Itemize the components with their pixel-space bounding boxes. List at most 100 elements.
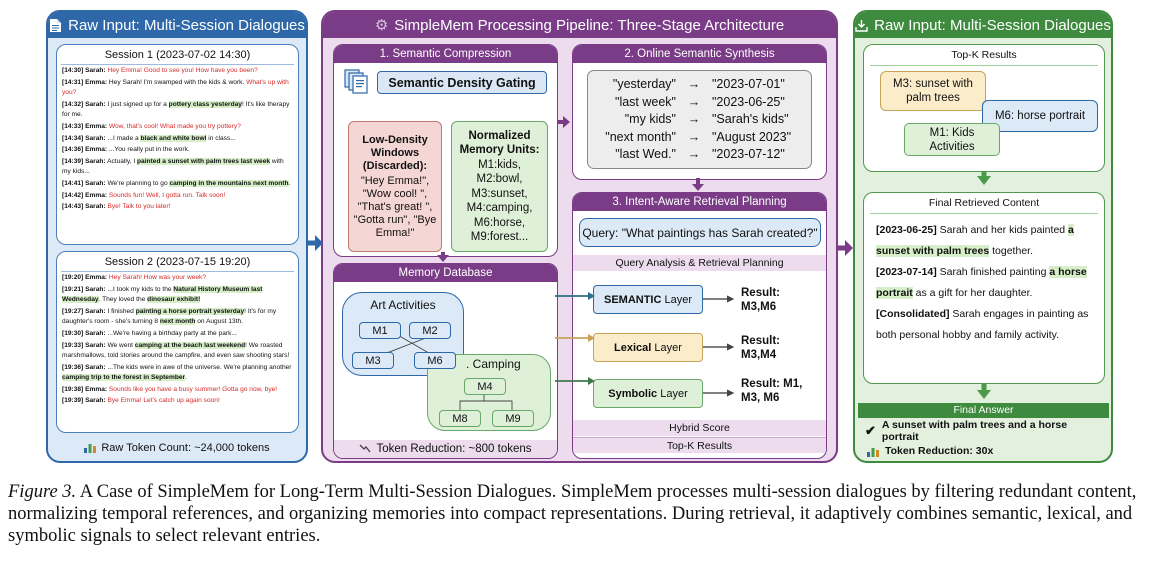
semantic-layer-box: SEMANTIC Layer	[593, 285, 703, 314]
mapping-source: "next month"	[605, 129, 676, 144]
semantic-layer-suffix: Layer	[661, 293, 693, 306]
final-answer-bar: Final Answer	[858, 403, 1109, 418]
final-answer-text: A sunset with palm trees and a horse por…	[881, 419, 1068, 443]
online-semantic-synthesis-box: 2. Online Semantic Synthesis "yesterday"…	[572, 44, 827, 180]
dialogue-message: [19:39] Sarah: Bye Emma! Let's catch up …	[57, 396, 298, 406]
low-density-body: "Hey Emma!", "Wow cool! ", "That's great…	[353, 174, 437, 239]
message-timestamp: [14:36] Emma:	[62, 146, 108, 154]
message-text: ...I made a	[105, 134, 141, 142]
session-2-messages: [19:20] Emma: Hey Sarah! How was your we…	[57, 273, 298, 406]
low-density-windows-box: Low-Density Windows (Discarded): "Hey Em…	[348, 121, 442, 252]
document-icon	[50, 18, 62, 32]
dialogue-message: [14:30] Sarah: Hey Emma! Good to see you…	[57, 66, 298, 76]
session-2-title: Session 2 (2023-07-15 19:20)	[61, 252, 294, 272]
message-text: We went	[105, 341, 135, 349]
message-timestamp: [14:42] Emma:	[62, 191, 108, 199]
output-panel-title: Raw Input: Multi-Session Dialogues	[874, 16, 1111, 34]
pipeline-panel: ⚙ SimpleMem Processing Pipeline: Three-S…	[321, 10, 838, 463]
message-text: I just signed up for a	[105, 101, 169, 109]
retrieved-entry-text: Sarah and her kids painted	[936, 224, 1069, 236]
temporal-mapping-row: "last Wed."→"2023-07-12"	[588, 146, 811, 164]
pipeline-panel-header: ⚙ SimpleMem Processing Pipeline: Three-S…	[323, 12, 836, 38]
highlighted-fact: black and white bowl	[140, 134, 207, 142]
retrieved-entry: [2023-07-14] Sarah finished painting a h…	[876, 262, 1094, 303]
highlighted-fact: pottery class yesterday	[168, 101, 242, 109]
final-retrieved-content-title: Final Retrieved Content	[870, 193, 1098, 214]
normalized-memory-units-box: Normalized Memory Units: M1:kids, M2:bow…	[451, 121, 548, 252]
message-timestamp: [19:36] Sarah:	[62, 363, 106, 371]
figure-caption: Figure 3. A Case of SimpleMem for Long-T…	[8, 481, 1153, 547]
memory-node-m3: M3	[352, 352, 394, 369]
mapping-source: "last week"	[615, 94, 676, 109]
mapping-target: "2023-07-12"	[712, 147, 785, 161]
top-k-results-card: Top-K Results M3: sunset with palm trees…	[863, 44, 1105, 172]
message-timestamp: [14:32] Sarah:	[62, 101, 106, 109]
mapping-source: "yesterday"	[612, 77, 676, 91]
temporal-mapping-row: "last week" → "2023-06-25"	[588, 94, 811, 112]
top-k-m3: M3: sunset with palm trees	[880, 71, 986, 111]
documents-stack-icon	[344, 69, 368, 94]
figure-caption-label: Figure 3.	[8, 482, 77, 502]
dialogue-message: [19:27] Sarah: I finished painting a hor…	[57, 307, 298, 328]
top-k-results-title: Top-K Results	[870, 45, 1098, 66]
mapping-target: "2023-06-25"	[712, 94, 785, 109]
message-timestamp: [19:20] Emma:	[62, 274, 108, 282]
bar-chart-icon	[867, 447, 879, 457]
symbolic-layer-name: Symbolic	[608, 387, 658, 400]
message-timestamp: [14:31] Emma:	[62, 79, 108, 87]
memory-node-m9: M9	[492, 410, 534, 427]
memory-database-title: Memory Database	[334, 264, 557, 282]
message-text: with my kids...	[62, 158, 284, 176]
dialogue-message: [14:36] Emma: ...You really put in the w…	[57, 145, 298, 155]
message-text: .	[288, 180, 291, 188]
message-timestamp: [19:39] Sarah:	[62, 397, 106, 405]
dialogue-message: [14:43] Sarah: Bye! Talk to you later!	[57, 202, 298, 212]
dialogue-message: [19:20] Emma: Hey Sarah! How was your we…	[57, 273, 298, 283]
semantic-layer-name: SEMANTIC	[603, 293, 662, 306]
pipeline-panel-title: SimpleMem Processing Pipeline: Three-Sta…	[394, 16, 785, 34]
normalized-memory-body: M1:kids, M2:bowl, M3:sunset, M4:camping,…	[466, 158, 533, 244]
highlighted-fact: dinosaur exhibit!	[147, 296, 201, 304]
semantic-density-gating-box: Semantic Density Gating	[377, 71, 547, 94]
memory-node-m8: M8	[439, 410, 481, 427]
message-text: ...I took my kids to the	[105, 286, 174, 294]
retrieved-entry-text: Sarah engages in painting as both person…	[876, 308, 1089, 341]
message-text: ...The kids were in awe of the universe.…	[105, 363, 292, 371]
check-icon: ✔	[865, 423, 876, 438]
message-text: Sounds like you have a busy summer! Gott…	[107, 385, 278, 393]
message-text: Hey Sarah! How was your week?	[107, 274, 207, 282]
output-panel: Raw Input: Multi-Session Dialogues Top-K…	[853, 10, 1113, 463]
dialogue-message: [19:36] Sarah: ...The kids were in awe o…	[57, 363, 298, 384]
dialogue-message: [19:33] Sarah: We went camping at the be…	[57, 341, 298, 362]
dialogue-message: [19:21] Sarah: ...I took my kids to the …	[57, 285, 298, 306]
retrieved-entry-tag: [Consolidated]	[876, 308, 950, 320]
bar-chart-icon	[84, 444, 97, 453]
download-icon	[855, 19, 868, 32]
right-arrow-icon: →	[687, 112, 701, 126]
right-arrow-icon: →	[687, 94, 701, 109]
highlighted-fact: next month	[159, 318, 196, 326]
final-retrieved-content-card: Final Retrieved Content [2023-06-25] Sar…	[863, 192, 1105, 384]
right-arrow-icon: →	[687, 77, 701, 91]
memory-database-box: Memory Database Art Activities . Camping…	[333, 263, 558, 459]
output-panel-header: Raw Input: Multi-Session Dialogues	[855, 12, 1111, 38]
message-timestamp: [19:30] Sarah:	[62, 330, 106, 338]
retrieved-entry: [Consolidated] Sarah engages in painting…	[876, 304, 1094, 345]
online-semantic-synthesis-title: 2. Online Semantic Synthesis	[573, 45, 826, 63]
top-k-m1: M1: Kids Activities	[904, 123, 1000, 156]
message-text: ...You really put in the work.	[107, 146, 190, 154]
normalized-memory-title: Normalized Memory Units:	[459, 129, 540, 156]
token-reduction-label: Token Reduction: ~800 tokens	[376, 443, 532, 455]
camping-label: . Camping	[466, 357, 521, 371]
right-arrow-icon: →	[687, 147, 701, 161]
highlighted-fact: camping trip to the forest in September	[62, 374, 186, 382]
message-timestamp: [19:33] Sarah:	[62, 341, 106, 349]
lexical-layer-name: Lexical	[614, 341, 652, 354]
arrow-pipeline-to-output-head	[845, 240, 853, 256]
mapping-target: "2023-07-01"	[712, 77, 785, 91]
layer-result-arrows	[703, 295, 735, 397]
session-2-card: Session 2 (2023-07-15 19:20) [19:20] Emm…	[56, 251, 299, 433]
token-reduction-footer: Token Reduction: ~800 tokens	[334, 440, 557, 458]
temporal-mapping-row: "yesterday" → "2023-07-01"	[588, 76, 811, 94]
message-text: ! It's like therapy for me.	[62, 101, 290, 119]
